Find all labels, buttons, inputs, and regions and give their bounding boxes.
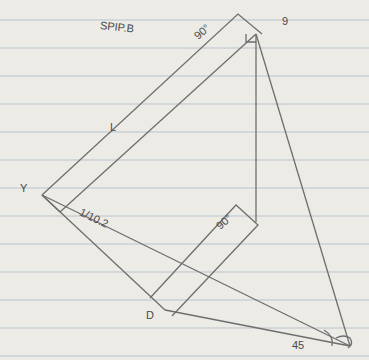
- ruled-lines: [0, 20, 369, 356]
- sketch-label: SPIP.B: [99, 20, 134, 34]
- sketch-label: 45: [292, 340, 304, 351]
- sketch-label: Y: [20, 183, 27, 194]
- sketch-label: L: [110, 122, 116, 133]
- sketch-label: 90°: [214, 212, 234, 231]
- geometry-lines: [42, 14, 352, 348]
- sketch-label: 90°: [192, 22, 212, 41]
- sketch-label: 1/10.2: [78, 207, 110, 230]
- sketch-label: 9: [282, 16, 288, 27]
- sketch-label: D: [146, 310, 154, 321]
